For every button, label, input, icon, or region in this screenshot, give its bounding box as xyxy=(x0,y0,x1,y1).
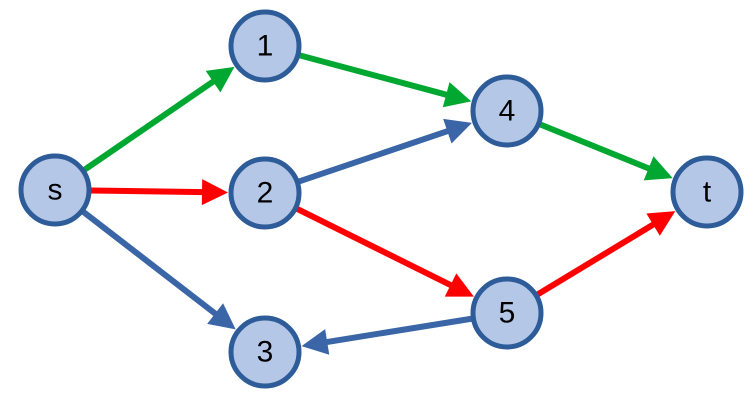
edge-5-to-3 xyxy=(301,315,472,355)
node-label: 4 xyxy=(499,95,516,128)
nodes-layer: s 1 2 3 4 5 t xyxy=(18,9,744,389)
edge-line xyxy=(295,206,454,289)
node-4: 4 xyxy=(470,74,544,148)
node-label: t xyxy=(703,176,712,209)
edge-line xyxy=(82,78,217,173)
edge-4-to-t xyxy=(539,121,673,181)
node-label: 2 xyxy=(257,177,274,210)
node-1: 1 xyxy=(228,9,302,83)
node-circle xyxy=(228,9,302,83)
edge-line xyxy=(539,121,652,172)
edges-layer xyxy=(81,52,676,355)
node-label: s xyxy=(48,174,63,207)
edge-5-to-t xyxy=(536,211,676,297)
node-5: 5 xyxy=(470,276,544,350)
edge-line xyxy=(536,221,657,297)
node-label: 1 xyxy=(257,30,274,63)
node-t: t xyxy=(670,155,744,229)
arrowhead-icon xyxy=(443,118,472,144)
edge-line xyxy=(324,315,472,346)
edge-s-to-3 xyxy=(81,209,236,330)
edge-line xyxy=(298,52,449,99)
edge-line xyxy=(298,127,451,185)
edge-line xyxy=(90,187,205,196)
node-circle xyxy=(18,153,92,227)
arrowhead-icon xyxy=(646,211,676,236)
node-2: 2 xyxy=(228,156,302,230)
arrowhead-icon xyxy=(301,329,330,355)
arrowhead-icon xyxy=(442,82,472,108)
edge-line xyxy=(81,209,219,318)
node-circle xyxy=(470,276,544,350)
edge-s-to-1 xyxy=(82,66,235,173)
node-circle xyxy=(228,156,302,230)
arrowhead-icon xyxy=(205,66,235,93)
edge-2-to-4 xyxy=(298,118,472,185)
node-circle xyxy=(670,155,744,229)
arrowhead-icon xyxy=(444,273,474,297)
arrowhead-icon xyxy=(643,156,673,181)
node-3: 3 xyxy=(228,315,302,389)
node-circle xyxy=(228,315,302,389)
edge-1-to-4 xyxy=(298,52,472,108)
edge-s-to-2 xyxy=(90,179,229,206)
node-s: s xyxy=(18,153,92,227)
arrowhead-icon xyxy=(201,179,229,206)
arrowhead-icon xyxy=(207,303,236,330)
node-label: 3 xyxy=(257,336,274,369)
node-circle xyxy=(470,74,544,148)
node-label: 5 xyxy=(499,297,516,330)
edge-2-to-5 xyxy=(295,206,474,297)
